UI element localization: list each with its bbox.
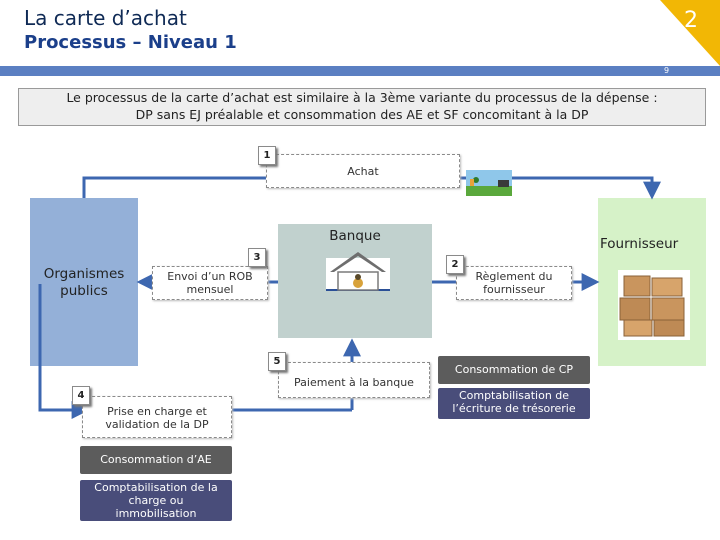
- step-2-note: Règlement du fournisseur: [456, 266, 572, 300]
- intro-line-2: DP sans EJ préalable et consommation des…: [135, 107, 589, 122]
- corner-triangle: [660, 0, 720, 66]
- compta-charge-line2: charge ou: [128, 494, 184, 507]
- page-number: 9: [664, 66, 670, 75]
- step-2-number: 2: [446, 255, 464, 274]
- organismes-box: [30, 198, 138, 366]
- step-3-line2: mensuel: [186, 283, 234, 296]
- intro-box: Le processus de la carte d’achat est sim…: [18, 88, 706, 126]
- step-5-number: 5: [268, 352, 286, 371]
- organismes-label-line1: Organismes: [43, 266, 125, 282]
- landscape-truck-icon: [466, 170, 512, 196]
- step-3-note: Envoi d’un ROB mensuel: [152, 266, 268, 300]
- compta-charge-badge: Comptabilisation de la charge ou immobil…: [80, 480, 232, 521]
- step-4-line2: validation de la DP: [105, 418, 209, 431]
- corner-number: 2: [684, 8, 698, 33]
- bank-house-icon: [326, 252, 390, 291]
- ecriture-tresorerie-badge: Comptabilisation de l’écriture de trésor…: [438, 388, 590, 419]
- conso-cp-badge: Consommation de CP: [438, 356, 590, 384]
- arrow-prise-en-charge: [38, 284, 90, 419]
- step-3-line1: Envoi d’un ROB: [167, 270, 253, 283]
- step-2-line1: Règlement du: [475, 270, 553, 283]
- step-5-label: Paiement à la banque: [294, 376, 414, 389]
- step-2-line2: fournisseur: [483, 283, 545, 296]
- cardboard-boxes-icon: [618, 270, 690, 340]
- organismes-label-line2: publics: [60, 283, 108, 299]
- step-3-number: 3: [248, 248, 266, 267]
- step-1-note: Achat: [266, 154, 460, 188]
- step-5-note: Paiement à la banque: [278, 362, 430, 398]
- conso-ae-badge: Consommation d’AE: [80, 446, 232, 474]
- step-4-line1: Prise en charge et: [107, 405, 207, 418]
- header-bar: [0, 66, 720, 76]
- intro-line-1: Le processus de la carte d’achat est sim…: [66, 90, 658, 105]
- step-1-number: 1: [258, 146, 276, 165]
- page-title: La carte d’achat: [24, 6, 187, 30]
- compta-charge-line1: Comptabilisation de la: [94, 481, 218, 494]
- banque-label: Banque: [329, 228, 381, 244]
- page-subtitle: Processus – Niveau 1: [24, 32, 237, 53]
- step-1-label: Achat: [347, 165, 379, 178]
- step-4-number: 4: [72, 386, 90, 405]
- ecriture-line2: l’écriture de trésorerie: [452, 402, 576, 415]
- organismes-label: Organismes publics: [30, 266, 138, 300]
- step-4-note: Prise en charge et validation de la DP: [82, 396, 232, 438]
- compta-charge-line3: immobilisation: [115, 507, 197, 520]
- fournisseur-label: Fournisseur: [600, 236, 679, 252]
- ecriture-line1: Comptabilisation de: [458, 389, 570, 402]
